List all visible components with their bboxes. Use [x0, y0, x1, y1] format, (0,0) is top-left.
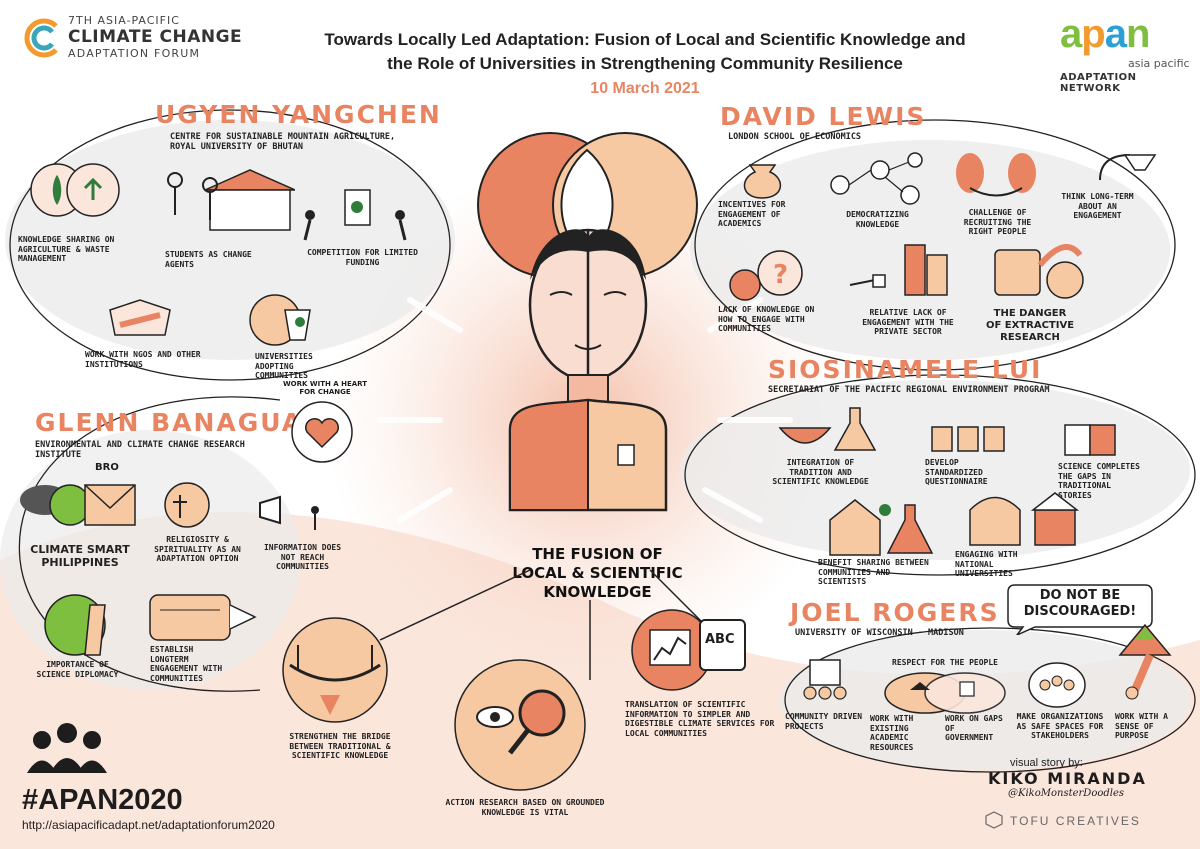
- artist-handle: @KikoMonsterDoodles: [1008, 788, 1125, 799]
- students-market-icon: [167, 169, 295, 231]
- recruiting-icon: [956, 153, 1036, 197]
- center-item-action-research: ACTION RESEARCH BASED ON GROUNDED KNOWLE…: [445, 798, 605, 817]
- glenn-item-diplomacy: IMPORTANCE OF SCIENCE DIPLOMACY: [36, 660, 119, 679]
- megaphone-icon: [259, 495, 319, 530]
- bulb-icon: [30, 163, 120, 217]
- david-item-democratizing: DEMOCRATIZING KNOWLEDGE: [846, 210, 909, 229]
- longterm-engagement-icon: [149, 594, 257, 641]
- page-title-line1: Towards Locally Led Adaptation: Fusion o…: [324, 30, 966, 49]
- science-diplomacy-icon: [44, 594, 106, 656]
- forum-name: CLIMATE CHANGE: [68, 27, 243, 47]
- svg-text:?: ?: [773, 260, 788, 290]
- speaker-name-glenn: GLENN BANAGUAS: [35, 408, 324, 437]
- tofu-logo-icon: [985, 811, 1003, 829]
- speaker-name-ugyen: UGYEN YANGCHEN: [155, 100, 442, 129]
- david-item-extractive: THE DANGER OF EXTRACTIVE RESEARCH: [985, 308, 1075, 343]
- benefit-sharing-icon: [829, 499, 934, 556]
- ugyen-item-students: STUDENTS AS CHANGE AGENTS: [165, 250, 252, 269]
- translation-illustration: [631, 609, 746, 691]
- ugyen-item-competition: COMPETITION FOR LIMITED FUNDING: [307, 248, 418, 267]
- competition-icon: [303, 189, 407, 241]
- center-title: THE FUSION OF LOCAL & SCIENTIFIC KNOWLED…: [512, 545, 683, 601]
- mortar-flask-icon: [778, 407, 877, 451]
- network-bulbs-icon: [830, 152, 923, 205]
- siosinamele-item-universities: ENGAGING WITH NATIONAL UNIVERSITIES: [955, 550, 1018, 578]
- speaker-affiliation-david: LONDON SCHOOL OF ECONOMICS: [728, 132, 862, 142]
- hashtag: #APAN2020: [22, 784, 183, 816]
- forum-url-link[interactable]: http://asiapacificadapt.net/adaptationfo…: [22, 818, 275, 832]
- bridge-illustration: [282, 617, 388, 723]
- apan-subtitle: asia pacific: [1128, 57, 1190, 70]
- handshake-icon: [109, 299, 171, 336]
- page-title-line2: the Role of Universities in Strengthenin…: [387, 54, 903, 73]
- joel-item-government: WORK ON GAPS OF GOVERNMENT: [945, 714, 1003, 742]
- heart-icon: [291, 401, 353, 463]
- extractive-research-icon: [994, 244, 1084, 299]
- question-bulb-icon: ?: [729, 250, 803, 301]
- siosinamele-item-questionnaire: DEVELOP STANDARDIZED QUESTIONNAIRE: [925, 458, 988, 486]
- center-connector-lines: [379, 569, 711, 680]
- forum-logo-icon: [24, 18, 58, 58]
- david-item-private-sector: RELATIVE LACK OF ENGAGEMENT WITH THE PRI…: [862, 308, 954, 336]
- forum-subtitle: ADAPTATION FORUM: [68, 47, 201, 60]
- ugyen-item-knowledge-sharing: KNOWLEDGE SHARING ON AGRICULTURE & WASTE…: [18, 235, 115, 263]
- money-bag-icon: [743, 164, 781, 199]
- joel-speech-bubble: DO NOT BE DISCOURAGED!: [1023, 588, 1137, 619]
- speaker-affiliation-siosinamele: SECRETARIAT OF THE PACIFIC REGIONAL ENVI…: [768, 385, 1050, 395]
- joel-respect-label: RESPECT FOR THE PEOPLE: [892, 658, 998, 667]
- speaker-affiliation-joel: UNIVERSITY OF WISCONSIN - MADISON: [795, 628, 964, 638]
- speaker-name-david: DAVID LEWIS: [720, 102, 927, 131]
- glenn-item-climate-smart: CLIMATE SMART PHILIPPINES: [30, 543, 130, 569]
- speaker-name-siosinamele: SIOSINAMELE LUI: [768, 355, 1043, 384]
- community-projects-icon: [803, 659, 847, 700]
- lamp-icon: [1099, 154, 1157, 181]
- glenn-item-information: INFORMATION DOES NOT REACH COMMUNITIES: [263, 543, 342, 571]
- siosinamele-item-science-gaps: SCIENCE COMPLETES THE GAPS IN TRADITIONA…: [1058, 462, 1140, 500]
- mountain-purpose-icon: [1118, 623, 1172, 700]
- science-stories-icon: [1064, 424, 1116, 456]
- center-item-bridge: STRENGTHEN THE BRIDGE BETWEEN TRADITIONA…: [289, 732, 391, 760]
- speaker-affiliation-ugyen: CENTRE FOR SUSTAINABLE MOUNTAIN AGRICULT…: [170, 132, 396, 152]
- david-item-recruiting: CHALLENGE OF RECRUITING THE RIGHT PEOPLE: [963, 208, 1032, 236]
- siosinamele-item-integration: INTEGRATION OF TRADITION AND SCIENTIFIC …: [772, 458, 869, 486]
- magnifier-eye-illustration: [454, 659, 586, 791]
- glenn-item-religiosity: RELIGIOSITY & SPIRITUALITY AS AN ADAPTAT…: [154, 535, 241, 563]
- glenn-heart-text: WORK WITH A HEART FOR CHANGE: [282, 380, 368, 396]
- central-figure-illustration: [477, 132, 698, 512]
- apan-network: ADAPTATION NETWORK: [1060, 72, 1137, 94]
- siosinamele-item-benefit: BENEFIT SHARING BETWEEN COMMUNITIES AND …: [818, 558, 929, 586]
- speaker-affiliation-glenn: ENVIRONMENTAL AND CLIMATE CHANGE RESEARC…: [35, 440, 245, 460]
- national-universities-icon: [969, 492, 1080, 546]
- center-item-translation: TRANSLATION OF SCIENTIFIC INFORMATION TO…: [625, 700, 775, 738]
- joel-item-community: COMMUNITY DRIVEN PROJECTS: [785, 712, 863, 731]
- apan-logo: apan: [1060, 12, 1150, 56]
- people-group-icon: [27, 723, 107, 773]
- visual-story-label: visual story by:: [1010, 757, 1083, 769]
- david-item-incentives: INCENTIVES FOR ENGAGEMENT OF ACADEMICS: [718, 200, 786, 228]
- speaker-name-joel: JOEL ROGERS: [790, 598, 1000, 627]
- david-item-long-term: THINK LONG-TERM ABOUT AN ENGAGEMENT: [1061, 192, 1134, 220]
- artist-name: KIKO MIRANDA: [988, 769, 1147, 788]
- ugyen-item-universities: UNIVERSITIES ADOPTING COMMUNITIES: [255, 352, 313, 380]
- bro-text: BRO: [95, 462, 119, 473]
- studio-name: TOFU CREATIVES: [1010, 814, 1141, 828]
- forum-edition: 7TH ASIA-PACIFIC: [68, 14, 180, 27]
- respect-venn-icon: [884, 672, 1006, 714]
- private-sector-icon: [849, 244, 948, 296]
- joel-item-safe-spaces: MAKE ORGANIZATIONS AS SAFE SPACES FOR ST…: [1016, 712, 1104, 740]
- universities-adopting-icon: [249, 294, 311, 346]
- joel-item-purpose: WORK WITH A SENSE OF PURPOSE: [1115, 712, 1168, 740]
- glenn-item-longterm: ESTABLISH LONGTERM ENGAGEMENT WITH COMMU…: [150, 645, 223, 683]
- speech-bubble-shape: [1007, 584, 1153, 635]
- questionnaire-icon: [931, 426, 1005, 452]
- climate-smart-icon: [20, 484, 136, 526]
- event-date: 10 March 2021: [590, 80, 700, 97]
- joel-item-academic: WORK WITH EXISTING ACADEMIC RESOURCES: [870, 714, 914, 752]
- religion-icon: [164, 482, 210, 528]
- abc-card-text: ABC: [705, 632, 735, 647]
- david-item-lack-knowledge: LACK OF KNOWLEDGE ON HOW TO ENGAGE WITH …: [718, 305, 815, 333]
- safe-spaces-icon: [1028, 662, 1086, 708]
- ugyen-item-ngos: WORK WITH NGOs AND OTHER INSTITUTIONS: [85, 350, 201, 369]
